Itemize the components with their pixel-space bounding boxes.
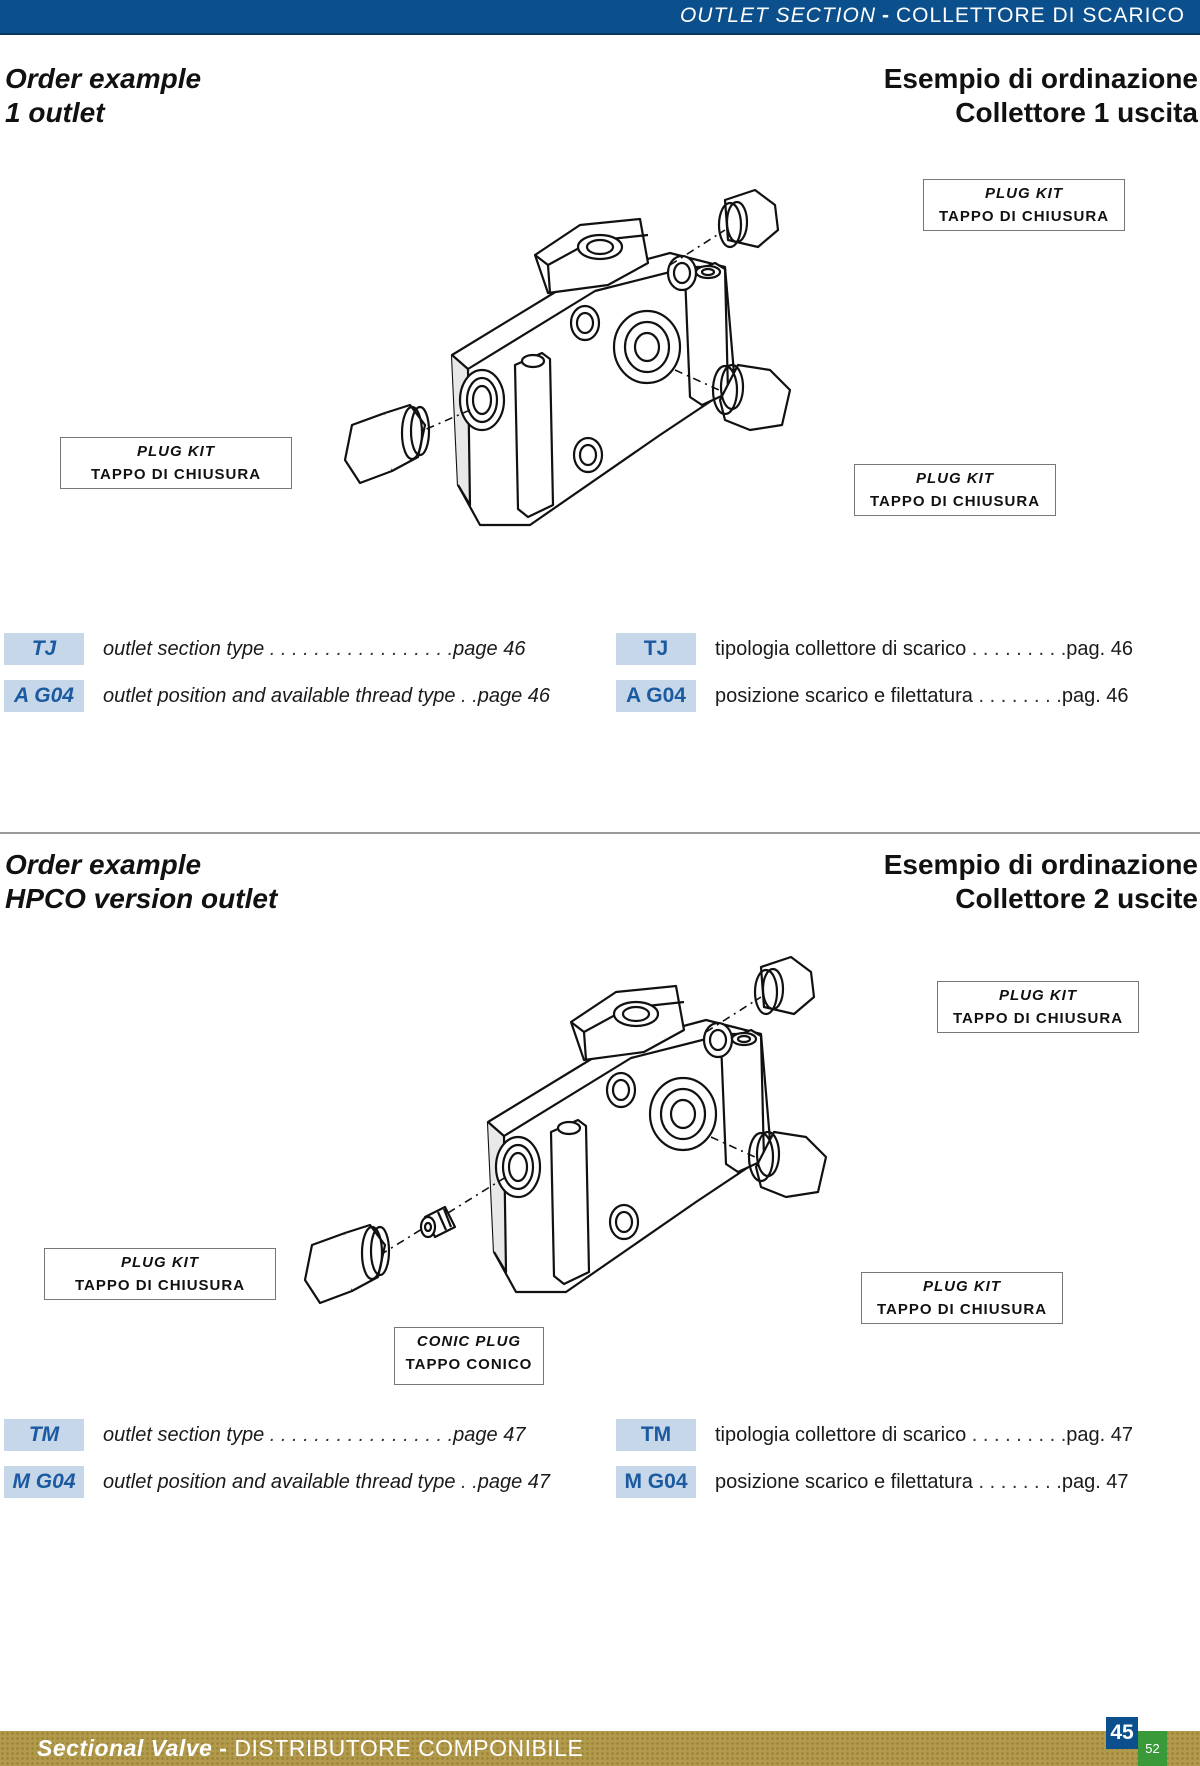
code-badge: M G04 xyxy=(616,1466,696,1498)
section2-title-it: Esempio di ordinazione Collettore 2 usci… xyxy=(884,848,1198,916)
code-description: outlet section type . . . . . . . . . . … xyxy=(103,638,526,660)
code-badge: M G04 xyxy=(4,1466,84,1498)
header-separator: - xyxy=(882,4,890,27)
section2-title-en: Order example HPCO version outlet xyxy=(5,848,277,916)
callout-plug-kit-bottom-right: PLUG KIT TAPPO DI CHIUSURA xyxy=(854,464,1056,516)
callout-plug-kit-top-right: PLUG KIT TAPPO DI CHIUSURA xyxy=(937,981,1139,1033)
section1-title-en: Order example 1 outlet xyxy=(5,62,201,130)
page-sub-number: 52 xyxy=(1138,1731,1167,1766)
callout-conic-plug: CONIC PLUG TAPPO CONICO xyxy=(394,1327,544,1385)
callout-plug-kit-top-right: PLUG KIT TAPPO DI CHIUSURA xyxy=(923,179,1125,231)
code-description: posizione scarico e filettatura . . . . … xyxy=(715,1471,1129,1493)
code-badge: A G04 xyxy=(4,680,84,712)
header-title-it: COLLETTORE DI SCARICO xyxy=(896,4,1185,27)
footer-separator: - xyxy=(212,1735,235,1761)
hex-plug-left-icon xyxy=(303,1223,391,1305)
section1-code-row-it-1: TJ tipologia collettore di scarico . . .… xyxy=(616,633,1196,667)
section1-code-row-it-2: A G04 posizione scarico e filettatura . … xyxy=(616,680,1196,714)
footer-text: Sectional Valve - DISTRIBUTORE COMPONIBI… xyxy=(37,1735,583,1762)
hex-plug-left-icon xyxy=(343,403,431,485)
hex-plug-right-icon xyxy=(747,1130,828,1199)
section2-title-en-line1: Order example xyxy=(5,849,202,880)
hex-plug-top-icon xyxy=(753,955,816,1016)
section2-code-row-en-2: M G04 outlet position and available thre… xyxy=(4,1466,574,1500)
code-badge: TJ xyxy=(4,633,84,665)
footer-bar: Sectional Valve - DISTRIBUTORE COMPONIBI… xyxy=(0,1731,1200,1766)
section2-title-it-line2: Collettore 2 uscite xyxy=(955,883,1198,914)
code-description: tipologia collettore di scarico . . . . … xyxy=(715,1424,1134,1446)
section2-code-row-en-1: TM outlet section type . . . . . . . . .… xyxy=(4,1419,574,1453)
footer-text-it: DISTRIBUTORE COMPONIBILE xyxy=(234,1735,584,1761)
code-description: outlet section type . . . . . . . . . . … xyxy=(103,1424,526,1446)
conic-plug-icon xyxy=(419,1205,457,1239)
section1-code-row-en-2: A G04 outlet position and available thre… xyxy=(4,680,574,714)
section1-title-it-line2: Collettore 1 uscita xyxy=(955,97,1198,128)
section1-title-it-line1: Esempio di ordinazione xyxy=(883,63,1198,94)
header-title: OUTLET SECTION-COLLETTORE DI SCARICO xyxy=(680,4,1185,28)
page-number: 45 xyxy=(1106,1717,1138,1749)
code-description: outlet position and available thread typ… xyxy=(103,685,551,707)
hex-plug-right-icon xyxy=(711,363,792,432)
callout-plug-kit-left: PLUG KIT TAPPO DI CHIUSURA xyxy=(60,437,292,489)
code-description: outlet position and available thread typ… xyxy=(103,1471,551,1493)
section2-code-row-it-2: M G04 posizione scarico e filettatura . … xyxy=(616,1466,1196,1500)
section1-title-en-line2: 1 outlet xyxy=(5,97,105,128)
outlet-manifold-2-icon xyxy=(303,955,828,1305)
section2-code-row-it-1: TM tipologia collettore di scarico . . .… xyxy=(616,1419,1196,1453)
section2-title-en-line2: HPCO version outlet xyxy=(5,883,278,914)
code-badge: A G04 xyxy=(616,680,696,712)
section2-title-it-line1: Esempio di ordinazione xyxy=(883,849,1198,880)
callout-plug-kit-bottom-right: PLUG KIT TAPPO DI CHIUSURA xyxy=(861,1272,1063,1324)
code-description: posizione scarico e filettatura . . . . … xyxy=(715,685,1129,707)
hex-plug-top-icon xyxy=(717,188,780,249)
section1-title-en-line1: Order example xyxy=(5,63,202,94)
code-badge: TM xyxy=(4,1419,84,1451)
section1-code-row-en-1: TJ outlet section type . . . . . . . . .… xyxy=(4,633,574,667)
section1-title-it: Esempio di ordinazione Collettore 1 usci… xyxy=(884,62,1198,130)
outlet-manifold-1-icon xyxy=(343,188,792,527)
code-badge: TJ xyxy=(616,633,696,665)
callout-plug-kit-left: PLUG KIT TAPPO DI CHIUSURA xyxy=(44,1248,276,1300)
footer-text-en: Sectional Valve xyxy=(37,1735,213,1761)
header-bar: OUTLET SECTION-COLLETTORE DI SCARICO xyxy=(0,0,1200,35)
section-divider xyxy=(0,832,1200,834)
header-title-en: OUTLET SECTION xyxy=(679,4,876,27)
code-description: tipologia collettore di scarico . . . . … xyxy=(715,638,1134,660)
code-badge: TM xyxy=(616,1419,696,1451)
